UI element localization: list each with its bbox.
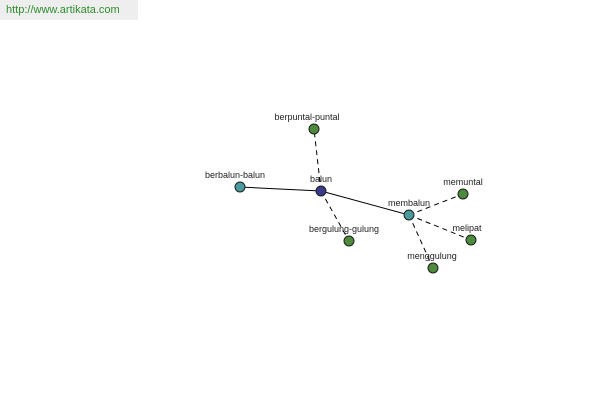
edge-membalun-menggulung xyxy=(408,214,434,269)
node-circle[interactable] xyxy=(308,123,320,135)
node-circle[interactable] xyxy=(343,235,355,247)
node-circle[interactable] xyxy=(457,188,469,200)
node-membalun[interactable]: membalun xyxy=(388,198,430,221)
node-circle[interactable] xyxy=(234,181,246,193)
graph-edges xyxy=(239,128,472,269)
source-bar: http://www.artikata.com xyxy=(0,0,138,20)
node-circle[interactable] xyxy=(465,234,477,246)
edge-balun-berbalun-balun xyxy=(239,186,322,192)
graph-nodes: balun berbalun-balun membalun berpuntal-pun… xyxy=(205,112,483,274)
node-memuntal[interactable]: memuntal xyxy=(443,177,483,200)
node-label: memuntal xyxy=(443,177,483,187)
edge-balun-membalun xyxy=(320,190,410,216)
source-link[interactable]: http://www.artikata.com xyxy=(6,4,120,16)
node-circle[interactable] xyxy=(427,262,439,274)
node-label: membalun xyxy=(388,198,430,208)
node-circle[interactable] xyxy=(315,185,327,197)
edge-membalun-melipat xyxy=(408,214,472,241)
edge-balun-berpuntal-puntal xyxy=(313,128,322,192)
node-label: berbalun-balun xyxy=(205,170,265,180)
node-label: melipat xyxy=(452,223,482,233)
node-label: bergulung-gulung xyxy=(309,224,379,234)
node-label: berpuntal-puntal xyxy=(274,112,339,122)
node-circle[interactable] xyxy=(403,209,415,221)
node-melipat[interactable]: melipat xyxy=(452,223,482,246)
node-balun[interactable]: balun xyxy=(310,174,332,197)
node-berbalun-balun[interactable]: berbalun-balun xyxy=(205,170,265,193)
node-label: balun xyxy=(310,174,332,184)
edge-membalun-memuntal xyxy=(408,193,464,216)
node-bergulung-gulung[interactable]: bergulung-gulung xyxy=(309,224,379,247)
node-label: menggulung xyxy=(407,251,457,261)
node-berpuntal-puntal[interactable]: berpuntal-puntal xyxy=(274,112,340,135)
edge-balun-bergulung-gulung xyxy=(320,190,350,242)
node-menggulung[interactable]: menggulung xyxy=(407,251,457,274)
